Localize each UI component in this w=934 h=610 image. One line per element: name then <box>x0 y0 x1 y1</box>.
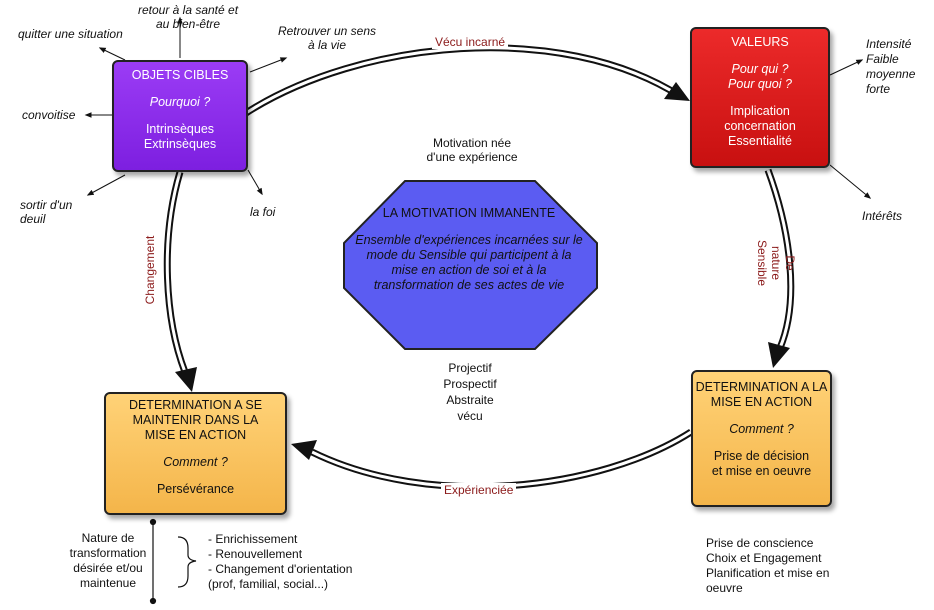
nature-line: Nature de <box>81 531 135 545</box>
satellite-sens-line: Retrouver un sens <box>277 24 377 38</box>
nature-line: transformation <box>69 546 147 560</box>
mise-item: Prise de décision <box>713 449 810 463</box>
satellite-sante: retour à la santé et au bien-être <box>128 3 248 31</box>
mise-title: MISE EN ACTION <box>710 395 813 409</box>
maintenir-list: - Enrichissement - Renouvellement - Chan… <box>208 532 352 592</box>
maintenir-question: Comment ? <box>163 455 228 469</box>
valeurs-question: Pour quoi ? <box>728 77 792 91</box>
objets-title: OBJETS CIBLES <box>131 68 229 82</box>
nature-line: maintenue <box>79 576 137 590</box>
arrow-label-vecu-incarne: Vécu incarné <box>432 35 509 49</box>
satellite-convoitise: convoitise <box>22 108 76 122</box>
nature-bracket <box>149 518 197 605</box>
center-octagon-text: LA MOTIVATION IMMANENTE Ensemble d'expér… <box>350 206 588 293</box>
mise-below-line: Prise de conscience <box>706 536 814 550</box>
objets-cibles-box: OBJETS CIBLES Pourquoi ? Intrinsèques Ex… <box>112 60 248 172</box>
valeurs-item: concernation <box>724 119 796 133</box>
nature-label-line: nature <box>769 245 783 281</box>
center-note-bottom-line: Projectif <box>448 361 492 375</box>
nature-line: désirée et/ou <box>73 561 143 575</box>
arrow-vecu-incarne <box>244 44 690 116</box>
valeurs-title: VALEURS <box>731 35 789 49</box>
mise-below-line: Choix et Engagement <box>706 551 822 565</box>
arrow-de-nature-sensible <box>764 168 795 368</box>
valeurs-interets: Intérêts <box>862 209 903 223</box>
maintenir-list-item: - Changement d'orientation <box>208 562 353 576</box>
mise-below-list: Prise de conscience Choix et Engagement … <box>706 536 829 596</box>
intensite-line: Faible <box>866 52 899 66</box>
valeurs-item: Implication <box>730 104 790 118</box>
center-description: Ensemble d'expériences incarnées sur le … <box>355 233 583 292</box>
valeurs-question: Pour qui ? <box>731 62 789 76</box>
valeurs-box: VALEURS Pour qui ? Pour quoi ? Implicati… <box>690 27 830 168</box>
intensite-line: forte <box>866 82 891 96</box>
small-arrows-valeurs <box>829 59 872 199</box>
determination-mise-en-action-box: DETERMINATION A LA MISE EN ACTION Commen… <box>691 370 832 507</box>
center-octagon <box>343 180 598 350</box>
center-note-bottom: Projectif Prospectif Abstraite vécu <box>420 360 520 424</box>
center-title: LA MOTIVATION IMMANENTE <box>382 206 556 220</box>
arrow-changement <box>163 171 197 392</box>
center-note-bottom-line: vécu <box>457 409 483 423</box>
satellite-sens-line: à la vie <box>307 38 347 52</box>
maintenir-nature: Nature de transformation désirée et/ou m… <box>66 531 150 591</box>
maintenir-title: MISE EN ACTION <box>144 428 247 442</box>
maintenir-title: MAINTENIR DANS LA <box>132 413 259 427</box>
objets-question: Pourquoi ? <box>149 95 211 109</box>
arrow-label-de-nature-sensible: De nature Sensible <box>755 223 797 303</box>
maintenir-list-item: - Renouvellement <box>208 547 303 561</box>
objets-item: Extrinsèques <box>143 137 217 151</box>
satellite-deuil-line: sortir d'un <box>20 198 73 212</box>
mise-below-line: oeuvre <box>706 581 743 595</box>
satellite-deuil-line: deuil <box>20 212 46 226</box>
small-arrows-objets <box>84 16 288 196</box>
nature-label-line: De <box>783 255 797 271</box>
valeurs-item: Essentialité <box>728 134 792 148</box>
satellite-sens: Retrouver un sens à la vie <box>268 24 386 52</box>
satellite-deuil: sortir d'un deuil <box>20 198 72 226</box>
center-note-top: Motivation née d'une expérience <box>417 136 527 164</box>
valeurs-intensite: Intensité Faible moyenne forte <box>866 37 915 97</box>
satellite-sante-line: retour à la santé et <box>137 3 239 17</box>
maintenir-list-item: (prof, familial, social...) <box>208 577 329 591</box>
maintenir-list-item: - Enrichissement <box>208 532 298 546</box>
satellite-sante-line: au bien-être <box>155 17 221 31</box>
satellite-foi: la foi <box>250 205 276 219</box>
center-note-bottom-line: Prospectif <box>443 377 497 391</box>
center-note-top-line: Motivation née <box>432 136 512 150</box>
mise-item: et mise en oeuvre <box>711 464 812 478</box>
determination-maintenir-box: DETERMINATION A SE MAINTENIR DANS LA MIS… <box>104 392 287 515</box>
center-note-bottom-line: Abstraite <box>446 393 494 407</box>
center-note-top-line: d'une expérience <box>426 150 518 164</box>
nature-label-line: Sensible <box>755 239 769 287</box>
objets-item: Intrinsèques <box>145 122 215 136</box>
maintenir-title: DETERMINATION A SE <box>128 398 263 412</box>
maintenir-item: Persévérance <box>156 482 235 496</box>
arrow-experienciee <box>291 429 693 491</box>
mise-title: DETERMINATION A LA <box>695 380 828 394</box>
arrow-label-changement: Changement <box>143 230 157 310</box>
satellite-quitter-situation: quitter une situation <box>18 27 123 41</box>
intensite-line: moyenne <box>866 67 916 81</box>
arrow-label-experienciee: Expérienciée <box>441 483 517 497</box>
intensite-line: Intensité <box>866 37 912 51</box>
mise-below-line: Planification et mise en <box>706 566 830 580</box>
mise-question: Comment ? <box>729 422 794 436</box>
